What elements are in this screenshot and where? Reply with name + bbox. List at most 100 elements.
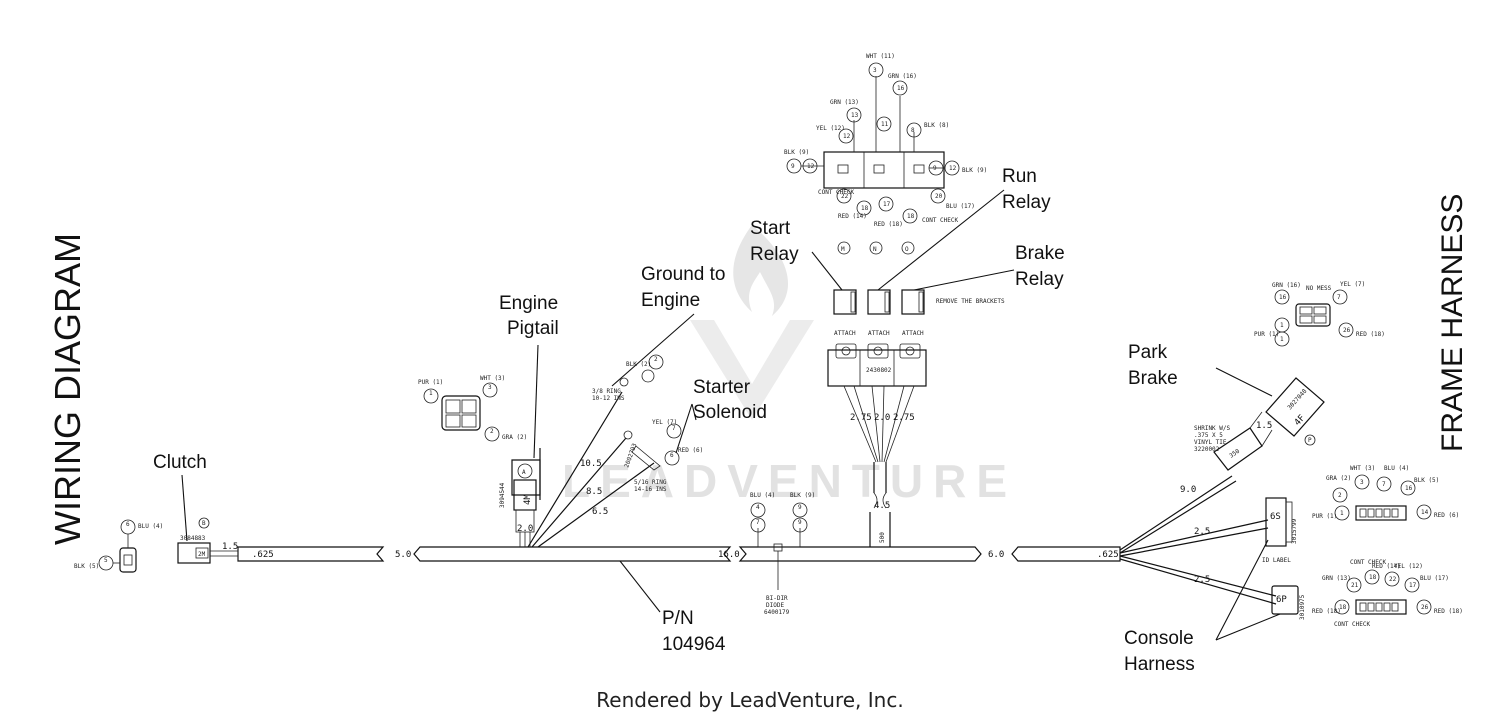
svg-text:1: 1 [1340, 510, 1344, 517]
svg-text:2.0: 2.0 [517, 524, 533, 534]
svg-text:16: 16 [897, 85, 905, 92]
svg-text:RED (14): RED (14) [838, 213, 867, 220]
dim-16-0: 16.0 [718, 550, 740, 560]
svg-text:GRN (16): GRN (16) [1272, 282, 1301, 289]
svg-text:4F: 4F [1293, 413, 1308, 428]
svg-text:YEL (12): YEL (12) [1394, 563, 1423, 570]
svg-text:3: 3 [488, 384, 492, 391]
svg-text:6P: 6P [1276, 595, 1287, 605]
svg-text:11: 11 [881, 121, 889, 128]
page-title: WIRING DIAGRAM [47, 233, 88, 545]
clutch-end-view: 6 5 BLU (4) BLK (5) [74, 519, 163, 573]
relay-socket-pinout: 3 16 13 11 8 12 9 12 9 12 22 18 17 18 20… [784, 53, 987, 228]
svg-text:NO MESS: NO MESS [1306, 285, 1332, 292]
svg-text:Starter: Starter [693, 377, 751, 398]
svg-text:CONT CHECK: CONT CHECK [1334, 621, 1371, 628]
harness-title: FRAME HARNESS [1436, 194, 1469, 452]
svg-text:CONT CHECK: CONT CHECK [818, 189, 855, 196]
svg-text:14-16 INS: 14-16 INS [634, 486, 667, 493]
svg-text:2M: 2M [198, 551, 206, 558]
watermark-text: LEADVENTURE [562, 455, 1017, 507]
svg-text:9: 9 [798, 519, 802, 526]
svg-text:GRA (2): GRA (2) [1326, 475, 1351, 482]
svg-text:5/16 RING: 5/16 RING [634, 479, 667, 486]
svg-text:9: 9 [933, 165, 937, 172]
svg-text:7: 7 [672, 425, 676, 432]
svg-text:Brake: Brake [1015, 243, 1065, 264]
svg-text:Solenoid: Solenoid [693, 402, 767, 423]
svg-text:13: 13 [851, 112, 859, 119]
svg-text:BLK (9): BLK (9) [962, 167, 987, 174]
svg-text:6S: 6S [1270, 512, 1281, 522]
svg-text:BLU (4): BLU (4) [750, 492, 775, 499]
svg-text:6: 6 [126, 521, 130, 528]
svg-text:9: 9 [791, 163, 795, 170]
svg-text:2.75: 2.75 [893, 413, 915, 423]
console-6s-connector-face: 2 3 7 16 1 14 GRA (2) WHT (3) BLU (4) BL… [1312, 465, 1459, 521]
svg-text:P: P [1308, 437, 1312, 444]
watermark-flame-icon [733, 225, 789, 316]
svg-text:RED (6): RED (6) [1434, 512, 1459, 519]
svg-text:BLK (9): BLK (9) [784, 149, 809, 156]
svg-text:Ground to: Ground to [641, 264, 726, 285]
svg-text:22: 22 [841, 193, 849, 200]
svg-text:RED (18): RED (18) [1312, 608, 1341, 615]
svg-text:7: 7 [1382, 481, 1386, 488]
svg-text:WHT (11): WHT (11) [866, 53, 895, 60]
svg-text:18: 18 [907, 213, 915, 220]
svg-text:A: A [522, 469, 526, 476]
svg-text:3015799: 3015799 [1291, 518, 1298, 544]
svg-text:RED (18): RED (18) [874, 221, 903, 228]
svg-text:16: 16 [1279, 294, 1287, 301]
svg-text:12: 12 [949, 165, 957, 172]
svg-text:BLK (5): BLK (5) [74, 563, 99, 570]
svg-text:12: 12 [807, 163, 815, 170]
svg-text:2.5: 2.5 [1194, 527, 1210, 537]
svg-text:PUR (1): PUR (1) [1312, 513, 1337, 520]
svg-text:17: 17 [1409, 582, 1417, 589]
svg-text:Start: Start [750, 218, 791, 239]
svg-text:GRN (13): GRN (13) [1322, 575, 1351, 582]
svg-text:RED (6): RED (6) [678, 447, 703, 454]
svg-text:8.5: 8.5 [586, 487, 602, 497]
svg-text:3010975: 3010975 [1299, 594, 1306, 620]
svg-text:Harness: Harness [1124, 654, 1195, 675]
svg-text:3220002: 3220002 [1194, 446, 1220, 453]
svg-text:12: 12 [843, 133, 851, 140]
svg-text:CONT CHECK: CONT CHECK [1350, 559, 1387, 566]
svg-text:ATTACH: ATTACH [834, 330, 856, 337]
svg-text:9.0: 9.0 [1180, 485, 1196, 495]
svg-text:2: 2 [1338, 492, 1342, 499]
svg-text:9: 9 [798, 504, 802, 511]
svg-text:4M: 4M [523, 494, 533, 505]
svg-text:YEL (7): YEL (7) [652, 419, 677, 426]
svg-text:DIODE: DIODE [766, 602, 784, 609]
svg-text:10-12 INS: 10-12 INS [592, 395, 625, 402]
svg-text:3: 3 [873, 67, 877, 74]
svg-text:14: 14 [1421, 509, 1429, 516]
svg-text:500: 500 [879, 532, 886, 543]
svg-text:7: 7 [756, 519, 760, 526]
ground-and-starter-wires: 10.5 8.5 6.5 3/8 RING 10-12 INS 5/16 RIN… [527, 264, 767, 548]
svg-text:18: 18 [1339, 604, 1347, 611]
svg-text:350: 350 [1228, 448, 1241, 460]
svg-text:5: 5 [104, 557, 108, 564]
svg-text:CONT CHECK: CONT CHECK [922, 217, 959, 224]
svg-text:YEL (7): YEL (7) [1340, 281, 1365, 288]
svg-text:22: 22 [1389, 576, 1397, 583]
svg-text:PUR (1): PUR (1) [1254, 331, 1279, 338]
park-brake-connector-face: 16 7 1 1 26 GRN (16) NO MESS YEL (7) PUR… [1254, 281, 1385, 347]
svg-text:17: 17 [883, 201, 891, 208]
dim-6-0: 6.0 [988, 550, 1004, 560]
relay-labels: Start Relay Run Relay Brake Relay [750, 166, 1065, 291]
svg-text:O: O [905, 246, 909, 253]
svg-text:BLK (8): BLK (8) [924, 122, 949, 129]
svg-text:P/N: P/N [662, 608, 694, 629]
svg-text:Pigtail: Pigtail [507, 318, 559, 339]
console-6p-connector-face: 21 18 22 17 18 26 GRN (13) CONT CHECK RE… [1312, 559, 1463, 628]
main-harness-trunk: .625 5.0 16.0 6.0 .625 [237, 546, 1121, 562]
svg-text:YEL (12): YEL (12) [816, 125, 845, 132]
svg-text:WHT (3): WHT (3) [480, 375, 505, 382]
dim-0625-end: .625 [1097, 550, 1119, 560]
